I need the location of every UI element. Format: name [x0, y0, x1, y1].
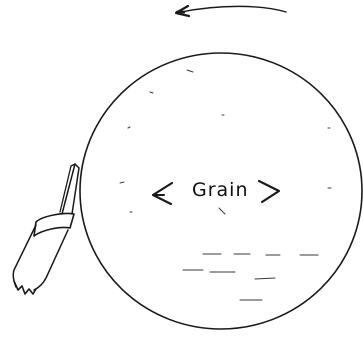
right-arrowhead: [259, 181, 279, 202]
grain-label: Grain: [153, 179, 279, 204]
left-arrowhead: [153, 183, 172, 204]
cutting-tool: [13, 164, 79, 294]
rotation-arrow: [176, 6, 286, 16]
grain-text: Grain: [192, 179, 249, 201]
